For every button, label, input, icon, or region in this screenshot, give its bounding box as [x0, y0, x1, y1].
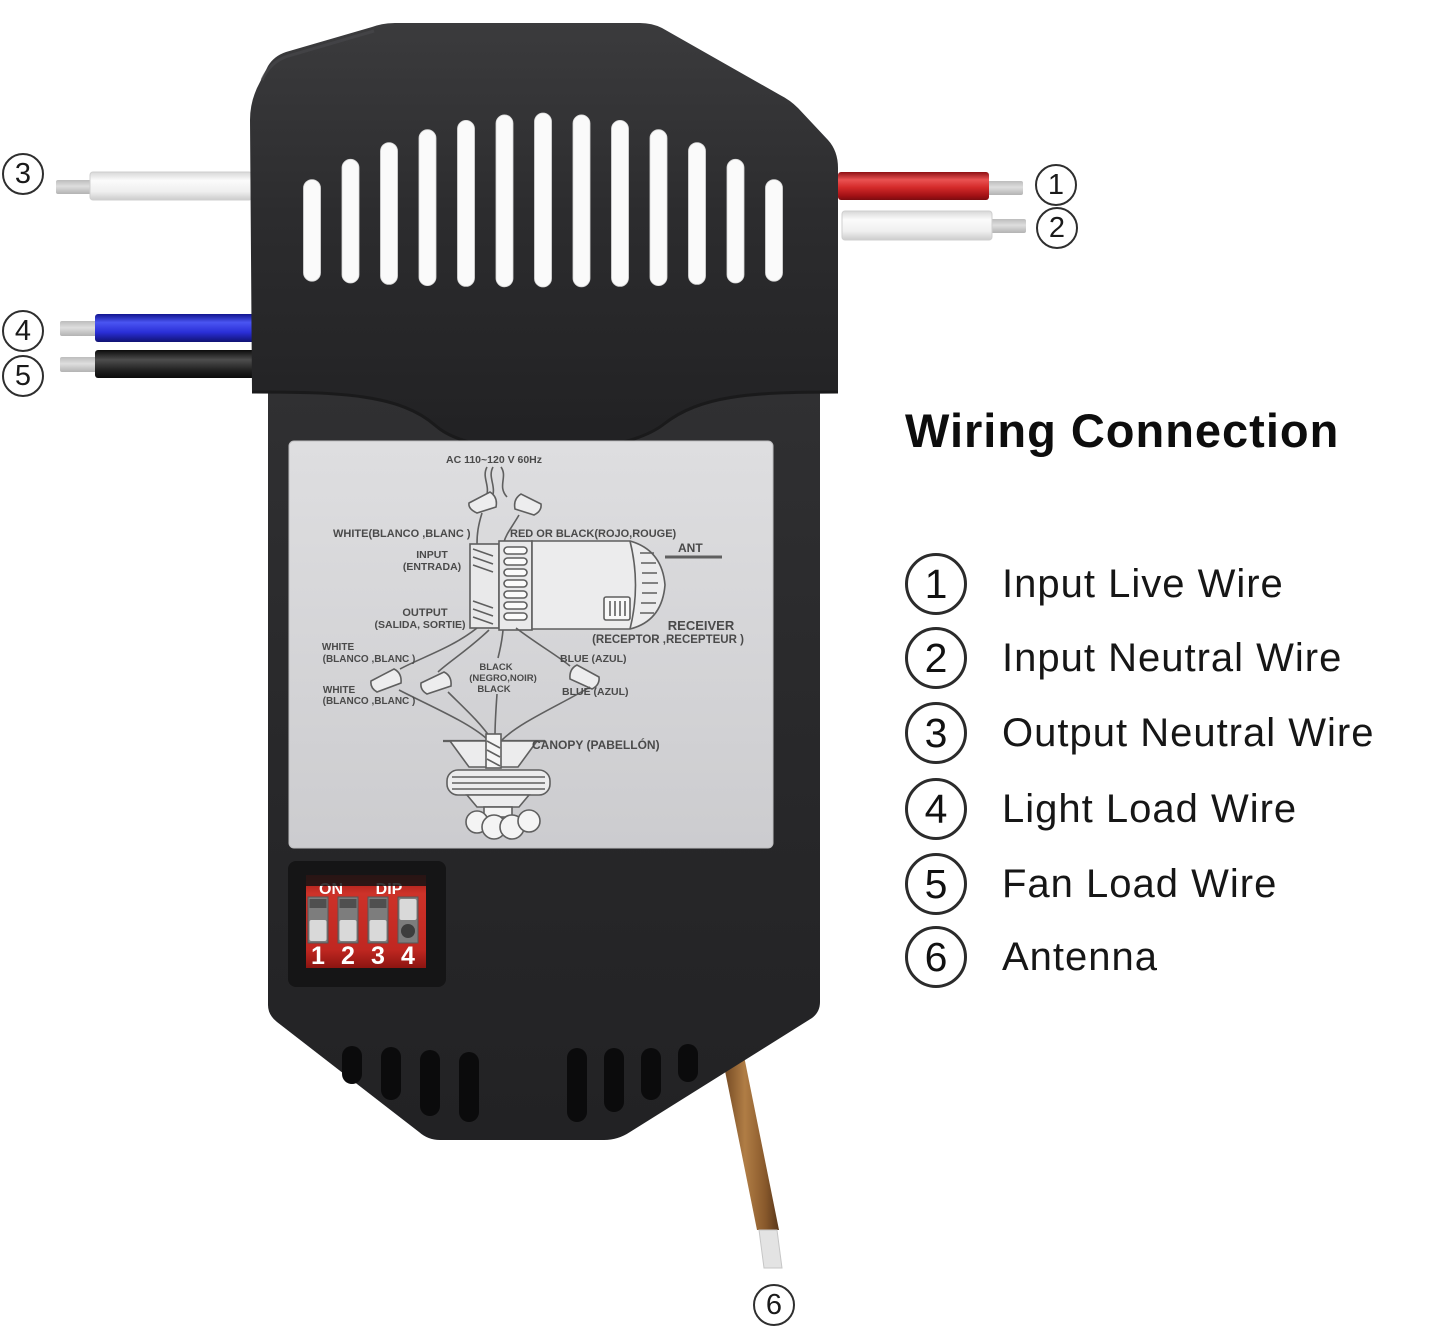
legend-circle-6: 6 [905, 926, 967, 988]
wire-marker-2-number: 2 [1048, 211, 1066, 244]
wire-stripped-tip [56, 180, 93, 194]
label-receiver-2: (RECEPTOR ,RECEPTEUR ) [592, 634, 744, 646]
input-live-wire [838, 172, 1023, 200]
label-white-b2: (BLANCO ,BLANC ) [323, 696, 416, 707]
label-power-rating: AC 110~120 V 60Hz [446, 454, 542, 466]
legend-number: 1 [924, 560, 948, 607]
dip-slider-1-knob[interactable] [309, 920, 327, 941]
legend-item-6: 6 Antenna [905, 926, 1158, 988]
legend-number: 2 [924, 634, 948, 681]
legend-item-5: 5 Fan Load Wire [905, 853, 1277, 915]
label-output-2: (SALIDA, SORTIE) [375, 619, 466, 631]
dip-slider-3-gap [369, 899, 387, 908]
label-receiver-1: RECEIVER [668, 618, 735, 633]
light-load-wire [60, 314, 255, 342]
legend-label: Antenna [1002, 934, 1159, 979]
legend-item-3: 3 Output Neutral Wire [905, 702, 1374, 764]
wire-stripped-tip [989, 219, 1026, 233]
page-title: Wiring Connection [905, 404, 1340, 457]
device-sticker: AC 110~120 V 60Hz WHITE(BLANCO ,BLANC ) … [288, 440, 774, 849]
legend-circle-5: 5 [905, 853, 967, 915]
dip-number-1: 1 [311, 942, 325, 970]
fan-load-wire [60, 350, 259, 378]
label-canopy: CANOPY (PABELLÓN) [532, 737, 660, 752]
wire-stripped-tip [986, 181, 1023, 195]
dip-slider-4-knob[interactable] [399, 899, 417, 920]
legend-label: Input Live Wire [1002, 561, 1284, 606]
label-black-1: BLACK [479, 662, 512, 673]
dip-number-2: 2 [341, 942, 355, 970]
top-vent-slots [303, 112, 783, 288]
wire-marker-6-number: 6 [765, 1288, 783, 1321]
wire-marker-5-number: 5 [14, 359, 32, 392]
label-black-2: (NEGRO,NOIR) [469, 673, 537, 684]
cap-highlight [260, 29, 375, 81]
label-input-red: RED OR BLACK(ROJO,ROUGE) [510, 528, 677, 540]
sticker-texts: AC 110~120 V 60Hz WHITE(BLANCO ,BLANC ) … [322, 454, 744, 752]
dip-number-3: 3 [371, 942, 385, 970]
sticker-diagram [370, 466, 722, 840]
legend-item-1: 1 Input Live Wire [905, 553, 1284, 615]
dip-slider-2-gap [339, 899, 357, 908]
wire-marker-6: 6 [753, 1284, 795, 1326]
label-black-3: BLACK [477, 684, 510, 695]
antenna-wire [722, 1056, 783, 1269]
legend-item-4: 4 Light Load Wire [905, 778, 1297, 840]
label-white-a1: WHITE [322, 642, 355, 653]
label-input-2: (ENTRADA) [403, 561, 461, 573]
input-neutral-wire [841, 210, 1026, 241]
legend-circle-4: 4 [905, 778, 967, 840]
legend-circle-3: 3 [905, 702, 967, 764]
wire-marker-3-number: 3 [14, 157, 32, 190]
wire-stripped-tip [60, 357, 98, 372]
label-blue-a: BLUE (AZUL) [560, 653, 627, 665]
legend-label: Input Neutral Wire [1002, 635, 1343, 680]
antenna-stripped-tip [758, 1229, 783, 1269]
wiring-legend: Wiring Connection 1 Input Live Wire 2 In… [905, 403, 1440, 988]
dip-sliders [307, 896, 419, 944]
dip-slider-4-gap [401, 924, 415, 938]
label-input-white: WHITE(BLANCO ,BLANC ) [333, 528, 471, 540]
label-input-1: INPUT [416, 549, 448, 561]
label-output-1: OUTPUT [402, 607, 448, 619]
legend-circle-2: 2 [905, 627, 967, 689]
label-white-a2: (BLANCO ,BLANC ) [323, 654, 416, 665]
label-blue-b: BLUE (AZUL) [562, 686, 629, 698]
legend-label: Light Load Wire [1002, 786, 1298, 831]
dip-switch: ON DIP 1 2 3 4 [288, 861, 446, 987]
legend-item-2: 2 Input Neutral Wire [905, 627, 1342, 689]
legend-circle-1: 1 [905, 553, 967, 615]
dip-number-4: 4 [401, 942, 415, 970]
dip-slider-3-knob[interactable] [369, 920, 387, 941]
dip-top-shadow [306, 875, 426, 886]
legend-number: 4 [924, 785, 948, 832]
legend-number: 6 [924, 933, 948, 980]
wire-marker-5: 5 [2, 355, 44, 397]
label-ant: ANT [678, 541, 703, 555]
wire-stripped-tip [60, 321, 98, 336]
label-white-b1: WHITE [323, 685, 356, 696]
wire-marker-1-number: 1 [1047, 168, 1065, 201]
dip-slider-1-gap [309, 899, 327, 908]
bottom-vent-slots [342, 1044, 698, 1122]
legend-label: Fan Load Wire [1002, 861, 1278, 906]
legend-number: 3 [924, 709, 948, 756]
legend-number: 5 [924, 860, 948, 907]
wire-marker-1: 1 [1035, 164, 1077, 206]
wire-marker-4: 4 [2, 310, 44, 352]
wire-marker-3: 3 [2, 153, 44, 195]
wire-marker-4-number: 4 [14, 314, 32, 347]
output-neutral-wire [56, 171, 253, 201]
wire-marker-2: 2 [1036, 207, 1078, 249]
dip-slider-2-knob[interactable] [339, 920, 357, 941]
legend-label: Output Neutral Wire [1002, 710, 1375, 755]
